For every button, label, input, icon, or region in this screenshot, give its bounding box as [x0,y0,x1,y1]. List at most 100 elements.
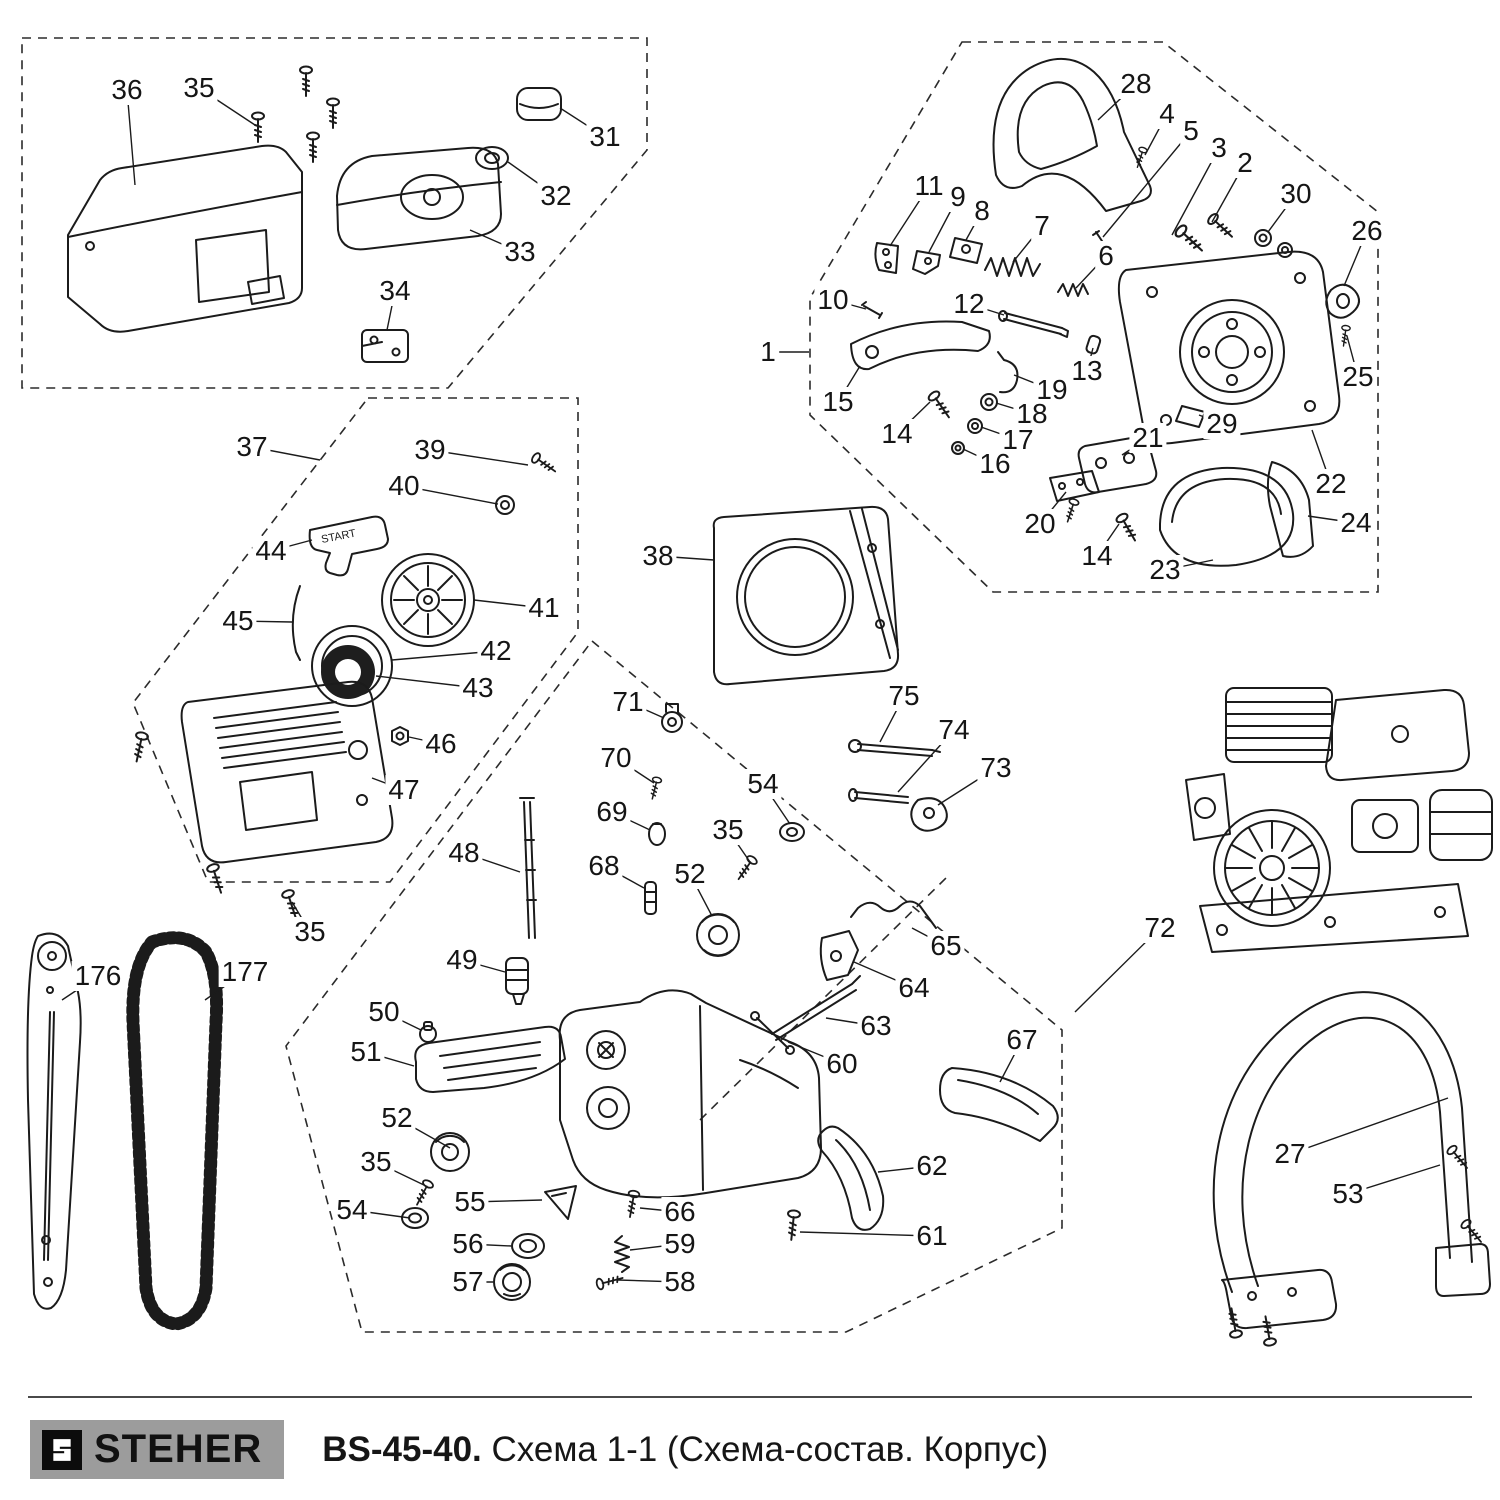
part-19-spring-hook [997,351,1019,394]
part-callout-72: 72 [1141,913,1179,943]
part-callout-71: 71 [609,687,647,717]
part-callout-36: 36 [108,75,146,105]
part-callout-40: 40 [385,471,423,501]
part-callout-30: 30 [1277,179,1315,209]
part-24-side-strip [1266,461,1314,558]
part-34-bracket [361,329,409,363]
part-52-fuel-cap-left [430,1132,470,1172]
part-callout-32: 32 [537,181,575,211]
part-callout-14: 14 [878,419,916,449]
boundary-crankcase-group [809,41,1379,593]
part-28-front-handle [992,57,1152,212]
part-callout-52: 52 [671,859,709,889]
part-callout-19: 19 [1033,375,1071,405]
part-callout-2: 2 [1234,148,1256,178]
part-176-guide-bar [26,932,82,1310]
part-callout-11: 11 [911,171,947,201]
footer-divider [28,1396,1472,1398]
part-64-bracket [819,930,859,981]
part-20-guide-plate [1049,470,1100,525]
part-callout-58: 58 [661,1267,699,1297]
part-59-spring [614,1235,630,1273]
part-52-fuel-cap-center [696,913,740,957]
part-38-fan-housing [712,505,900,686]
part-29-clip [1175,405,1206,428]
part-68-cylinder [644,881,657,915]
scheme-label: Схема 1-1 (Схема-состав. Корпус) [491,1429,1049,1469]
part-9-bracket [912,250,941,275]
part-callout-29: 29 [1203,409,1241,439]
part-callout-27: 27 [1271,1139,1309,1169]
part-callout-45: 45 [219,606,257,636]
part-callout-26: 26 [1348,216,1386,246]
part-callout-15: 15 [819,387,857,417]
part-callout-18: 18 [1013,399,1051,429]
part-callout-66: 66 [661,1197,699,1227]
part-callout-61: 61 [913,1221,951,1251]
part-callout-1: 1 [757,337,779,367]
part-callout-12: 12 [950,289,988,319]
part-46-nut [391,726,409,746]
part-callout-8: 8 [971,196,993,226]
part-22-crankcase-cover [1117,250,1341,445]
part-40-washer [495,495,515,515]
part-65-wire [850,900,937,929]
part-callout-34: 34 [376,276,414,306]
part-callout-67: 67 [1003,1025,1041,1055]
part-73-elbow-fitting [910,797,948,832]
part-15-brake-lever [850,320,991,371]
part-callout-47: 47 [385,775,423,805]
part-69-primer [648,822,666,846]
part-callout-13: 13 [1068,356,1106,386]
part-13-pin [1085,334,1102,355]
part-callout-59: 59 [661,1229,699,1259]
part-10-pin [861,301,883,319]
part-callout-42: 42 [477,636,515,666]
part-63-throttle-rod [771,975,861,1041]
part-callout-176: 176 [71,961,125,991]
part-30-nut-washer [1254,229,1293,258]
part-47-starter-housing [180,680,394,864]
part-callout-44: 44 [252,536,290,566]
part-26-gasket [1325,283,1360,319]
part-62-handle-guard [817,1125,885,1231]
model-number: BS-45-40. [322,1429,482,1469]
part-60-link-rod [750,1011,795,1055]
part-8-plate [949,237,983,264]
scheme-title: BS-45-40. Схема 1-1 (Схема-состав. Корпу… [322,1430,1048,1470]
part-callout-65: 65 [927,931,965,961]
part-callout-68: 68 [585,851,623,881]
part-callout-35: 35 [709,815,747,845]
part-callout-25: 25 [1339,362,1377,392]
part-6-spring [1057,283,1089,297]
part-callout-31: 31 [586,122,624,152]
part-callout-69: 69 [593,797,631,827]
part-callout-48: 48 [445,838,483,868]
part-callout-33: 33 [501,237,539,267]
footer: STEHER BS-45-40. Схема 1-1 (Схема-состав… [30,1420,1048,1479]
part-31-knob [516,87,562,121]
part-32-washer [475,146,509,170]
part-callout-46: 46 [422,729,460,759]
part-callout-177: 177 [218,957,272,987]
part-callout-54: 54 [333,1195,371,1225]
part-177-saw-chain [126,931,224,1331]
part-67-throttle-trigger [939,1067,1059,1142]
part-callout-73: 73 [977,753,1015,783]
part-callout-6: 6 [1095,241,1117,271]
part-18-washer [980,393,998,411]
part-callout-24: 24 [1337,508,1375,538]
part-48-oil-pipe [519,797,537,939]
part-callout-57: 57 [449,1267,487,1297]
part-callout-22: 22 [1312,469,1350,499]
part-callout-35: 35 [357,1147,395,1177]
part-27-handlebar [1212,991,1491,1348]
part-callout-64: 64 [895,973,933,1003]
part-callout-38: 38 [639,541,677,571]
part-callout-41: 41 [525,593,563,623]
part-callout-14: 14 [1078,541,1116,571]
part-33-air-filter-cover [336,146,502,251]
part-callout-51: 51 [347,1037,385,1067]
part-callout-35: 35 [291,917,329,947]
